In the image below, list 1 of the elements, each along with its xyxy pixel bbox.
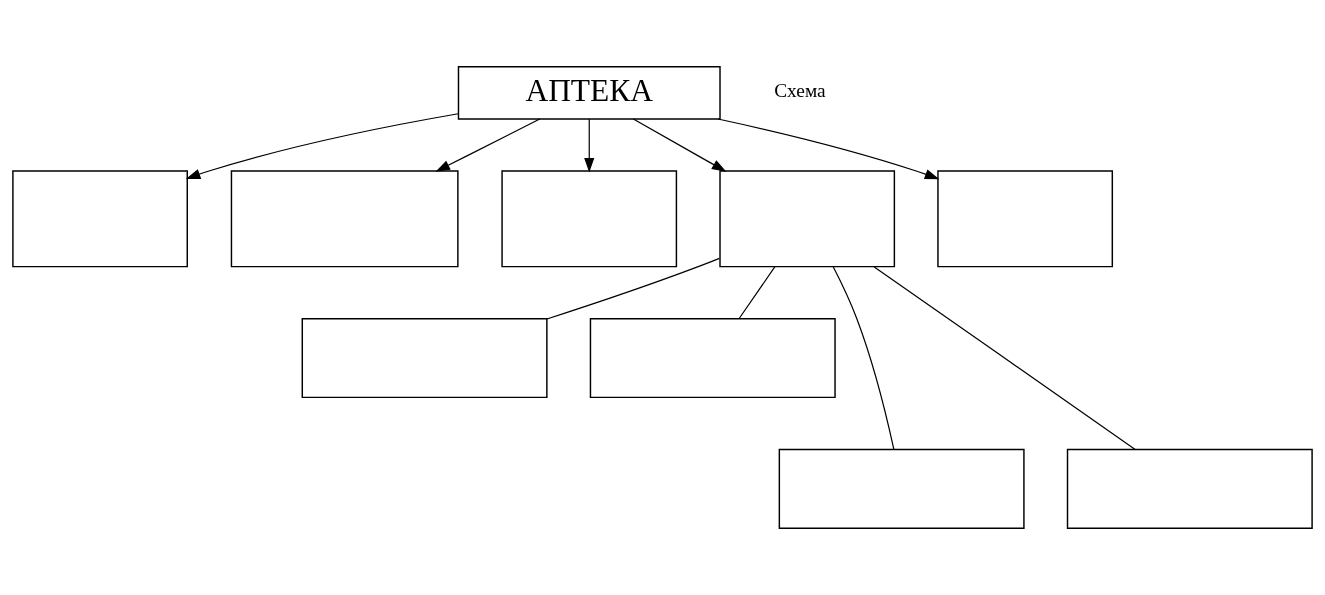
label: Схема (774, 80, 826, 102)
